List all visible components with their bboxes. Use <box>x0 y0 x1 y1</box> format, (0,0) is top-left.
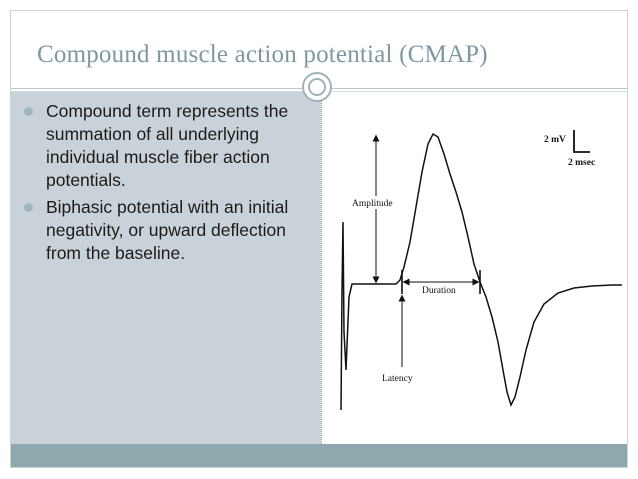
scale-voltage-label: 2 mV <box>544 135 566 145</box>
bullet-text: Compound term represents the summation o… <box>46 101 289 190</box>
cmap-waveform-trace <box>340 132 622 411</box>
scale-bar <box>573 130 590 153</box>
text-panel <box>11 92 321 444</box>
bottom-bar <box>11 444 627 467</box>
slide-frame <box>10 10 628 468</box>
panel-divider <box>321 92 322 444</box>
bullet-dot-icon <box>24 203 33 212</box>
amplitude-label-bg <box>350 196 400 209</box>
duration-label-bg <box>420 283 464 296</box>
scale-time-label: 2 msec <box>568 158 595 168</box>
amplitude-label: Amplitude <box>352 199 393 209</box>
cmap-waveform-diagram: 2 mV 2 msec Amplitude Duration Latency <box>340 130 622 411</box>
bullet-list: Compound term represents the summation o… <box>20 100 320 269</box>
duration-label: Duration <box>422 286 456 296</box>
title-ring-inner <box>308 78 326 96</box>
latency-label: Latency <box>382 374 413 384</box>
bullet-item: Biphasic potential with an initial negat… <box>20 196 320 265</box>
title-ring-ornament <box>302 72 332 102</box>
bullet-dot-icon <box>24 107 33 116</box>
bullet-text: Biphasic potential with an initial negat… <box>46 197 289 263</box>
slide-title: Compound muscle action potential (CMAP) <box>37 41 488 68</box>
bullet-item: Compound term represents the summation o… <box>20 100 320 192</box>
